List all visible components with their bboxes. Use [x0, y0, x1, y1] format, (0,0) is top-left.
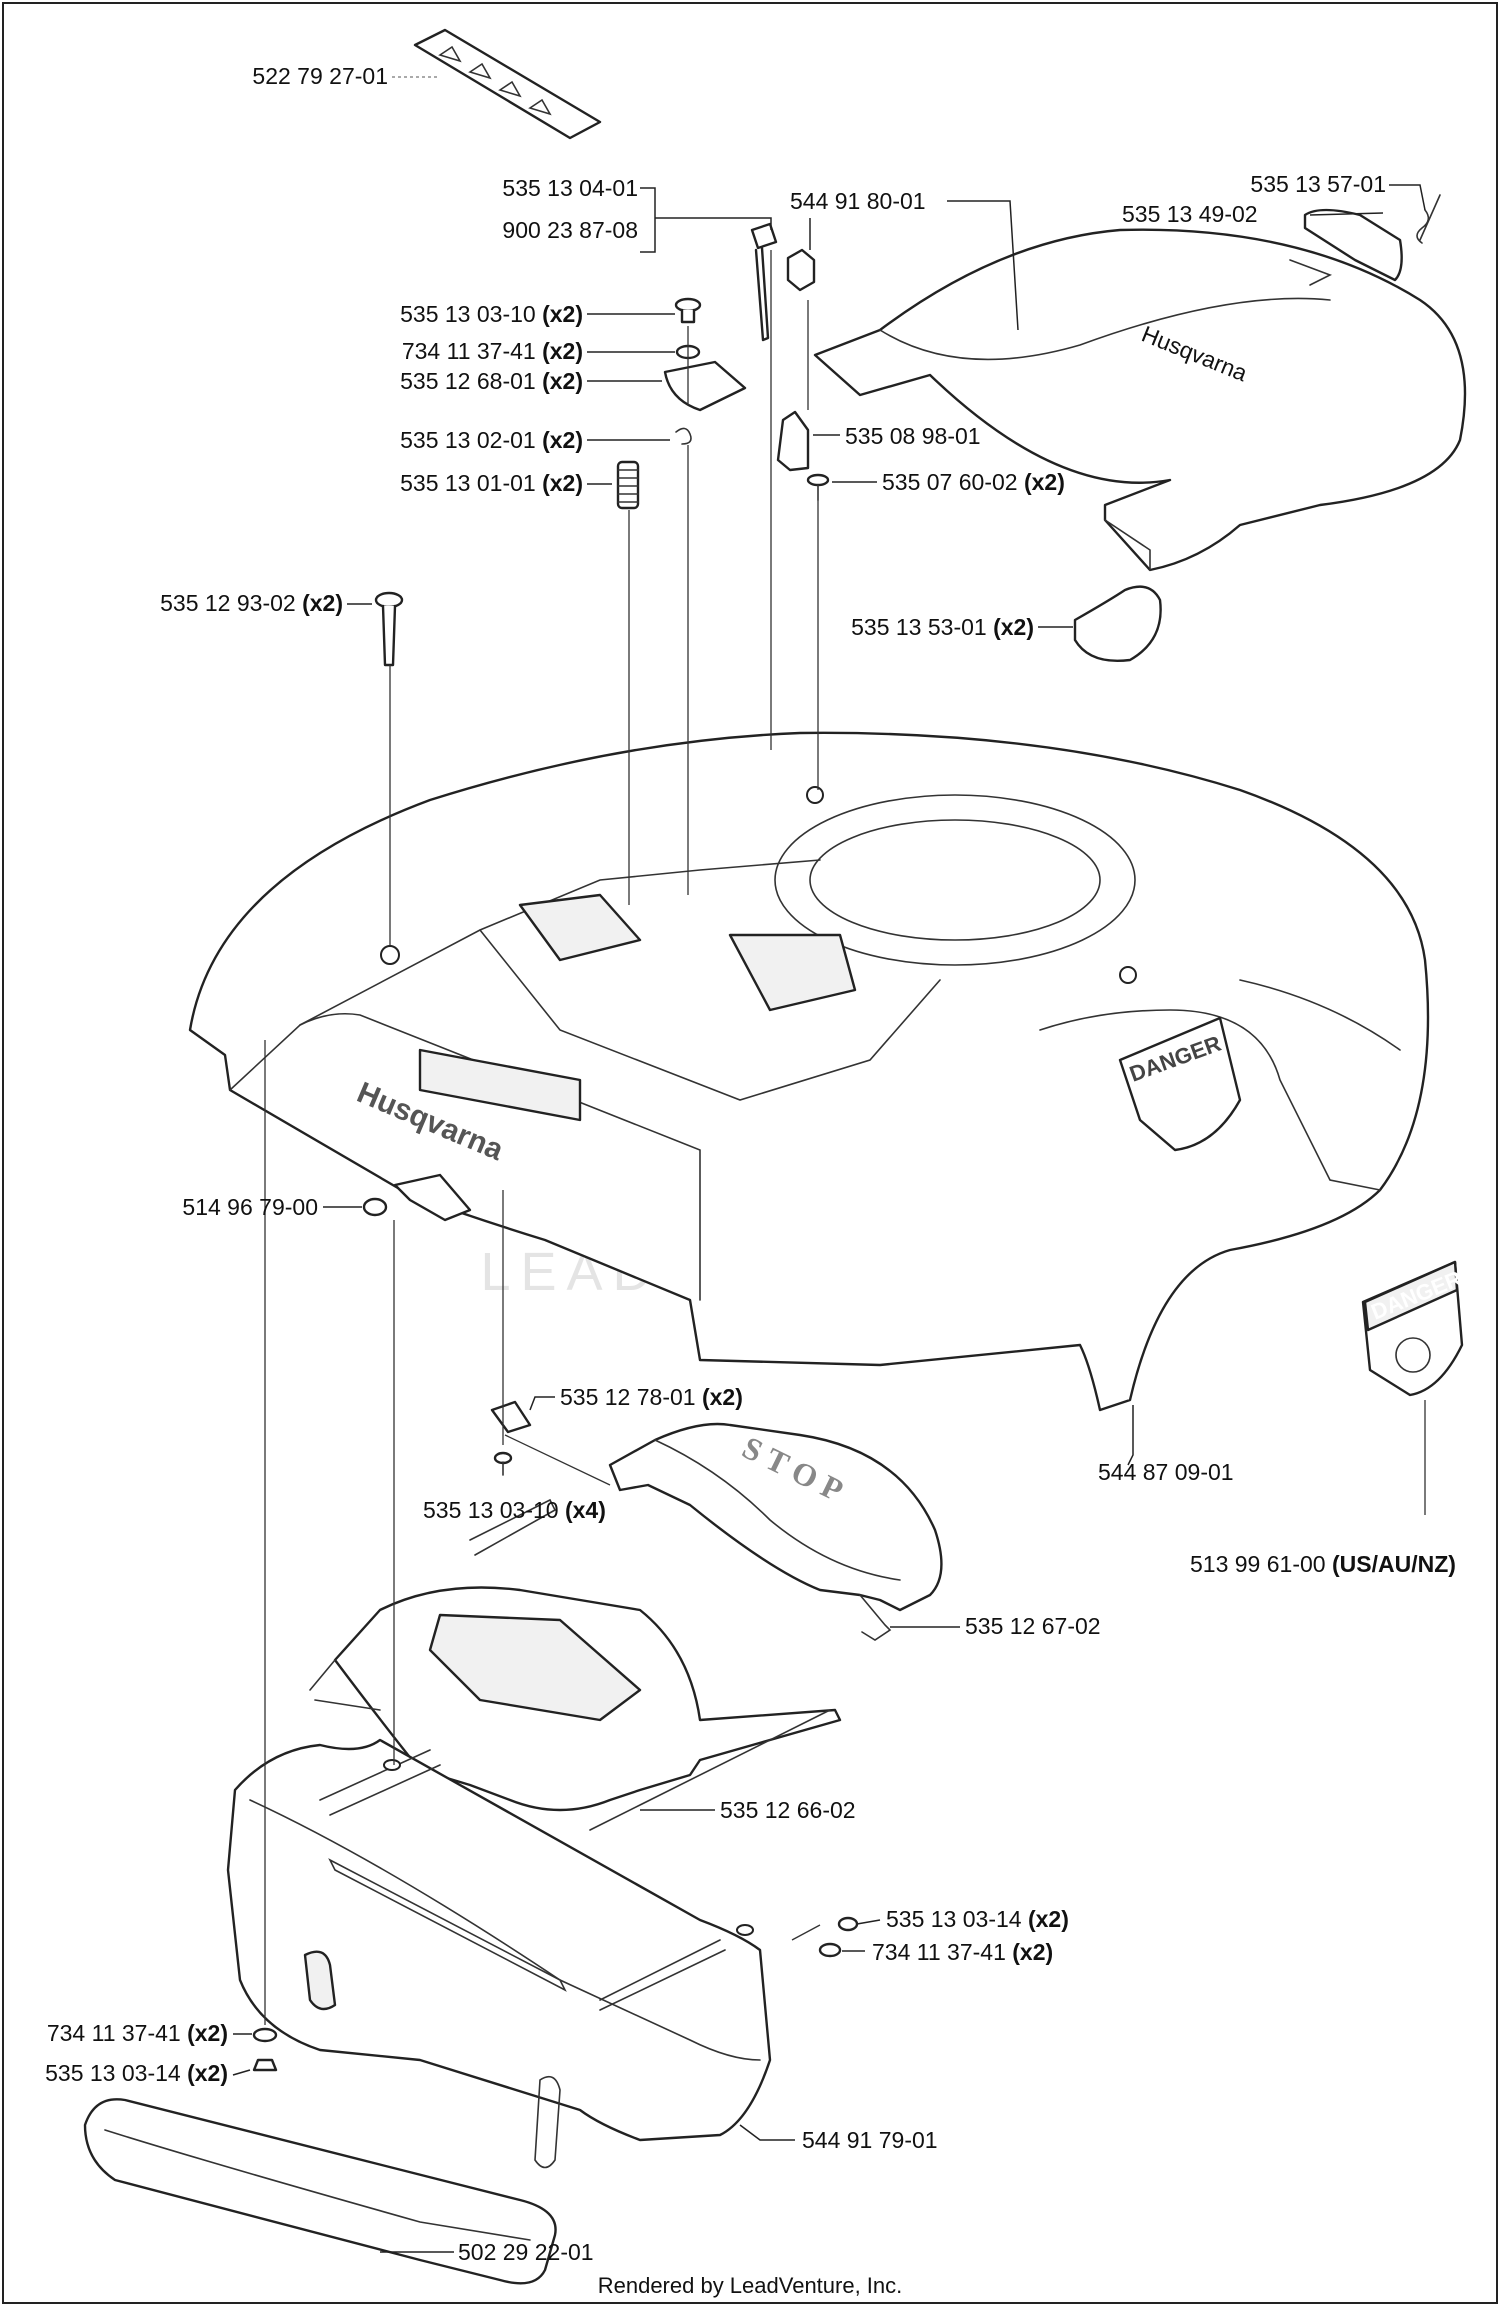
callout-label: 535 13 03-14 (x2) [886, 1906, 1069, 1932]
callout-labels: 522 79 27-01 535 13 04-01 900 23 87-08 5… [45, 63, 1456, 2265]
callout-label: 900 23 87-08 [502, 217, 638, 243]
callout-label: 502 29 22-01 [458, 2239, 594, 2265]
stop-screw [493, 1451, 513, 1476]
callout-label: 535 13 04-01 [502, 175, 638, 201]
callout-label: 535 07 60-02 (x2) [882, 469, 1065, 495]
callout-label: 535 13 03-10 (x4) [423, 1497, 606, 1523]
lid-screw [806, 473, 830, 501]
display-cover [309, 1498, 842, 1831]
assembly-axes [264, 250, 1426, 2025]
callout-label: 734 11 37-41 (x2) [47, 2020, 228, 2046]
warning-decal-sheet [413, 28, 602, 140]
callout-label: 514 96 79-00 [182, 1194, 318, 1220]
top-bracket [663, 360, 747, 412]
stop-button-cover: STOP [608, 1422, 943, 1641]
lid-hinge [1073, 585, 1162, 662]
callout-label: 544 91 80-01 [790, 188, 926, 214]
carry-handle [83, 2075, 561, 2285]
cable-tie [750, 222, 778, 342]
callout-label: 535 13 03-14 (x2) [45, 2060, 228, 2086]
callout-label: 535 13 53-01 (x2) [851, 614, 1034, 640]
top-screw [674, 297, 702, 324]
stop-hinge-bracket [490, 1400, 532, 1434]
leader-lines [232, 76, 1426, 2253]
callout-label: 513 99 61-00 (US/AU/NZ) [1190, 1551, 1456, 1577]
callout-label: 544 91 79-01 [802, 2127, 938, 2153]
callout-label: 734 11 37-41 (x2) [402, 338, 583, 364]
body-nut [362, 1197, 388, 1217]
callout-label: 535 12 68-01 (x2) [400, 368, 583, 394]
callout-label: 535 13 57-01 [1250, 171, 1386, 197]
callout-label: 522 79 27-01 [252, 63, 388, 89]
lid-latch [1303, 194, 1441, 282]
callout-label: 535 12 78-01 (x2) [560, 1384, 743, 1410]
cable-clip [786, 248, 816, 292]
callout-label: 544 87 09-01 [1098, 1459, 1234, 1485]
small-spring [675, 427, 692, 445]
callout-label: 535 13 01-01 (x2) [400, 470, 583, 496]
callout-label: 535 13 03-10 (x2) [400, 301, 583, 327]
callout-label: 535 12 93-02 (x2) [160, 590, 343, 616]
callout-label: 535 13 02-01 (x2) [400, 427, 583, 453]
bumper-screw-right [818, 1916, 859, 1958]
callout-label: 535 08 98-01 [845, 423, 981, 449]
body-tab [393, 1173, 472, 1222]
danger-decal: DANGER [1361, 1260, 1465, 1397]
connector-bracket [776, 410, 810, 472]
long-bolt [374, 591, 404, 667]
footer-credit: Rendered by LeadVenture, Inc. [598, 2273, 903, 2298]
body-shell: Husqvarna DANGER [188, 731, 1430, 1412]
callout-label: 535 13 49-02 [1122, 201, 1258, 227]
callout-label: 535 12 66-02 [720, 1797, 856, 1823]
front-bumper [226, 1738, 772, 2142]
bumper-screw-left [252, 2027, 278, 2072]
charging-lid: Husqvarna [813, 228, 1467, 572]
callout-label: 734 11 37-41 (x2) [872, 1939, 1053, 1965]
coil-spring [616, 460, 640, 510]
callout-label: 535 12 67-02 [965, 1613, 1101, 1639]
